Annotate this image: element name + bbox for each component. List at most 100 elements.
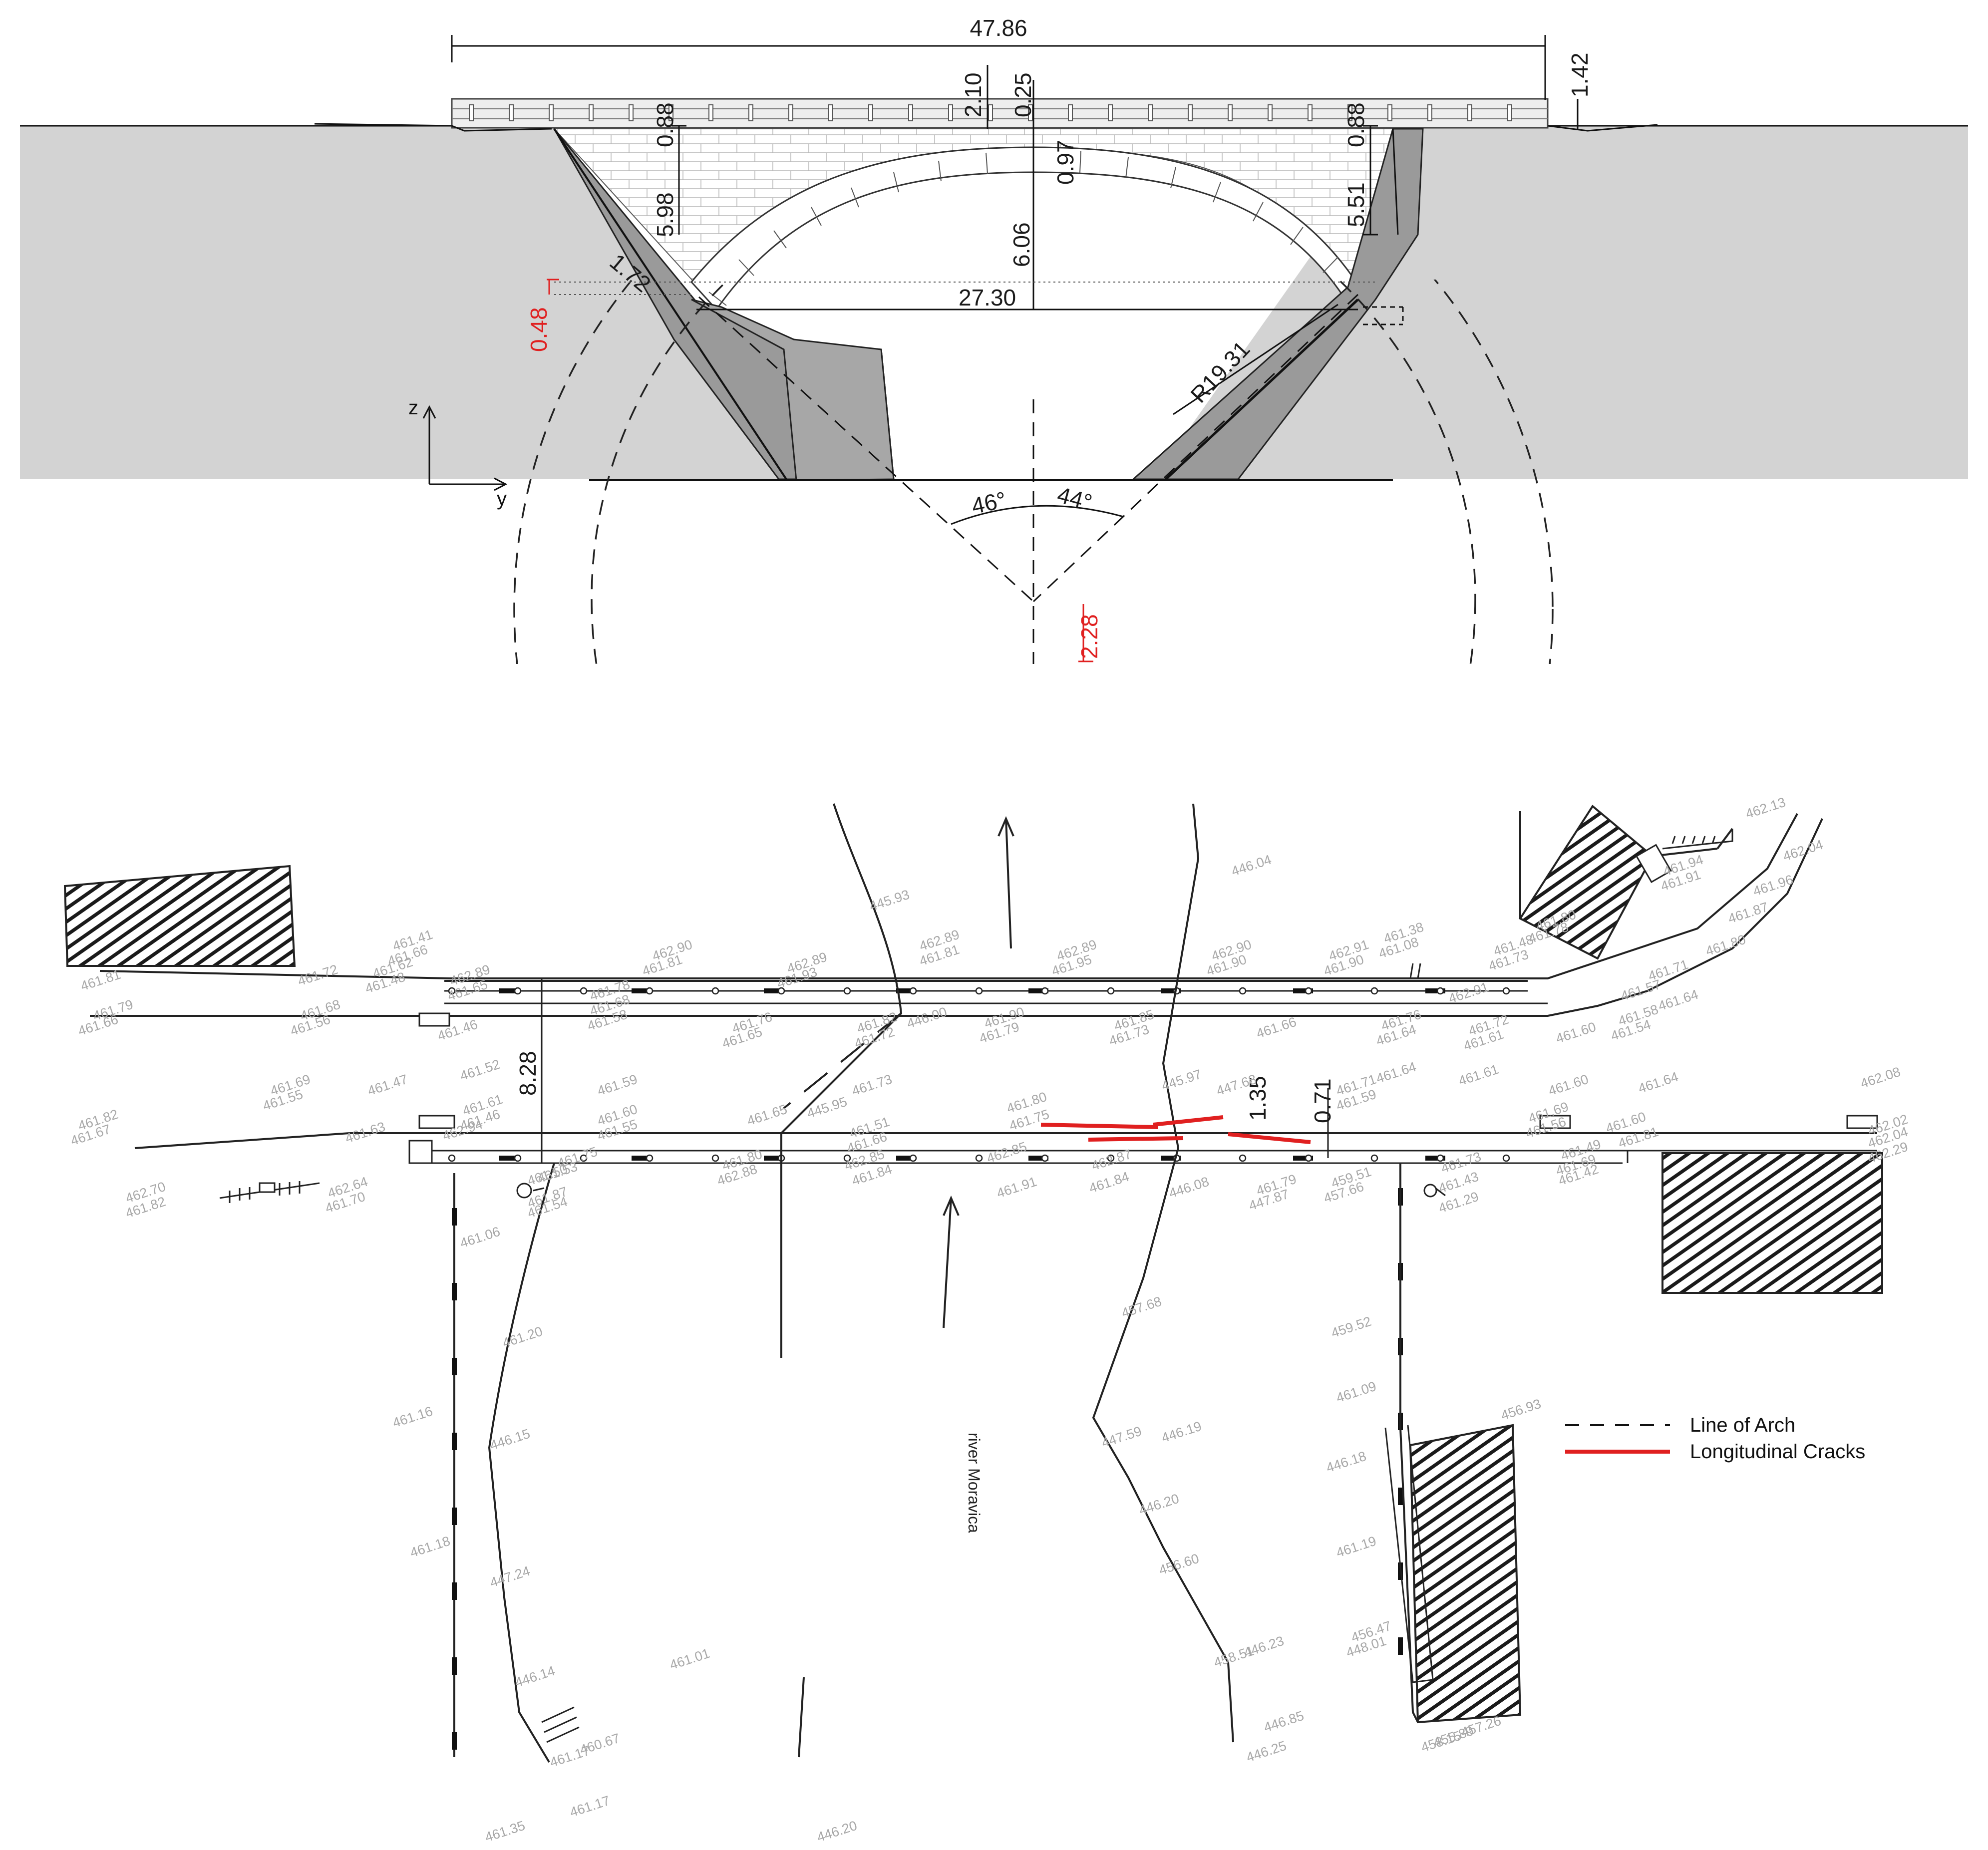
elevation-label: 461.35 [483, 1818, 527, 1845]
parapet-post [1347, 104, 1352, 121]
elevation-label: 462.13 [1744, 795, 1788, 822]
parapet-dot [514, 1154, 522, 1162]
parapet-post [1387, 104, 1392, 121]
river-bank-east [1399, 1163, 1419, 1723]
building-top-right [1519, 805, 1654, 960]
parapet-dot [1305, 1154, 1313, 1162]
parapet-dot [1436, 1154, 1444, 1162]
river-bank-left [780, 803, 903, 1358]
parapet-post [828, 104, 833, 121]
parapet-post [1148, 104, 1153, 121]
dim-parapet-left: 0.88 [652, 102, 678, 147]
parapet-dot [843, 987, 851, 995]
building-bottom-right [1661, 1152, 1883, 1294]
elevation-label: 461.66 [1255, 1014, 1299, 1041]
parapet-post [708, 104, 713, 121]
parapet-dot [777, 987, 785, 995]
elevation-label: 461.73 [850, 1072, 894, 1099]
elevation-label: 446.20 [815, 1818, 859, 1845]
parapet-dot [843, 1154, 851, 1162]
elevation-label: 446.20 [1137, 1491, 1181, 1518]
elevation-label: 461.47 [366, 1072, 410, 1099]
ground-fill [20, 126, 1968, 479]
elevation-label: 461.16 [391, 1404, 435, 1431]
parapet-dot [1239, 987, 1247, 995]
elevation-label: 461.17 [548, 1743, 592, 1770]
cross-section: z y 47.86 1.42 2.10 0.25 0.88 0.88 0.97 … [20, 15, 1968, 664]
axes [422, 405, 508, 491]
elevation-label: 462.08 [1859, 1064, 1903, 1091]
elevation-label: 461.09 [1334, 1379, 1378, 1406]
elevation-label: 461.60 [1554, 1019, 1598, 1046]
plan-view [63, 803, 1883, 1763]
legend-label-cracks: Longitudinal Cracks [1690, 1441, 1865, 1463]
elevation-label: 445.95 [805, 1094, 849, 1121]
elevation-label: 461.72 [296, 962, 340, 989]
elevation-label: 461.17 [568, 1793, 612, 1820]
parapet-dot [909, 987, 917, 995]
parapet-post [509, 104, 514, 121]
dim-span-total: 47.86 [970, 15, 1027, 41]
axis-y: y [497, 488, 507, 510]
dim-spandrel-left: 5.98 [652, 192, 678, 237]
parapet-dot [646, 1154, 654, 1162]
parapet-post [788, 104, 793, 121]
parapet-post [1467, 104, 1472, 121]
elevation-label: 461.52 [458, 1057, 502, 1084]
parapet-dot [580, 987, 588, 995]
parapet-dot [448, 1154, 456, 1162]
dim-height-right: 1.42 [1567, 52, 1593, 97]
flow-arrow-south [943, 1195, 960, 1328]
elevation-label: 447.59 [1100, 1424, 1144, 1451]
parapet-post [1268, 104, 1273, 121]
parapet-dot [1370, 987, 1378, 995]
elevation-label: 447.24 [488, 1563, 532, 1590]
dim-angle-right: 44° [1054, 481, 1095, 515]
parapet-dot [448, 987, 456, 995]
parapet-dot [711, 987, 719, 995]
flow-arrow-north [997, 816, 1014, 949]
elevation-label: 461.80 [1704, 932, 1748, 959]
dim-center-offset: 2.28 [1076, 614, 1102, 659]
elevation-label: 461.06 [458, 1224, 502, 1251]
elevation-label: 446.18 [1325, 1449, 1368, 1476]
elevation-label: 461.18 [408, 1534, 452, 1560]
parapet-post [988, 104, 993, 121]
parapet-dot [1370, 1154, 1378, 1162]
dim-plan-offset-a: 1.35 [1245, 1076, 1271, 1121]
dim-angle-left: 46° [969, 486, 1008, 519]
parapet-dot [1041, 987, 1049, 995]
elevation-label: 462.91 [1447, 979, 1491, 1006]
arch-circle-inner [591, 280, 1476, 664]
parapet-posts [469, 104, 1512, 121]
arch-circle-outer [513, 280, 1554, 664]
longitudinal-cracks [1040, 1115, 1311, 1144]
river-bank-center [1092, 803, 1234, 1743]
dim-level-offset: 0.48 [526, 307, 552, 352]
axis-z: z [408, 397, 418, 419]
wall-ticks [452, 1188, 1403, 1750]
parapet-dot [1107, 987, 1115, 995]
river-label: river Moravica [965, 1433, 983, 1533]
legend: Line of Arch Longitudinal Cracks [1565, 1414, 1865, 1463]
elevation-label: 461.64 [1374, 1059, 1418, 1086]
elevation-label: 457.68 [1120, 1294, 1164, 1321]
parapet-dot [975, 1154, 983, 1162]
parapet-post [668, 104, 673, 121]
parapet-dot [1502, 987, 1510, 995]
road-upper-edge [99, 813, 1798, 979]
elevation-label: 446.19 [1160, 1419, 1204, 1446]
elevation-label: 461.64 [1637, 1069, 1680, 1096]
elevation-label: 461.61 [1457, 1062, 1501, 1089]
parapet-post [589, 104, 594, 121]
elevation-label: 446.14 [513, 1663, 557, 1690]
parapet-post [1228, 104, 1233, 121]
elevation-label: 456.93 [1499, 1396, 1543, 1423]
parapet-post [1188, 104, 1193, 121]
legend-label-arch: Line of Arch [1690, 1414, 1795, 1436]
elevation-label: 446.85 [1262, 1708, 1306, 1735]
parapet-post [469, 104, 474, 121]
elevation-label: 458.15 [1419, 1728, 1463, 1755]
